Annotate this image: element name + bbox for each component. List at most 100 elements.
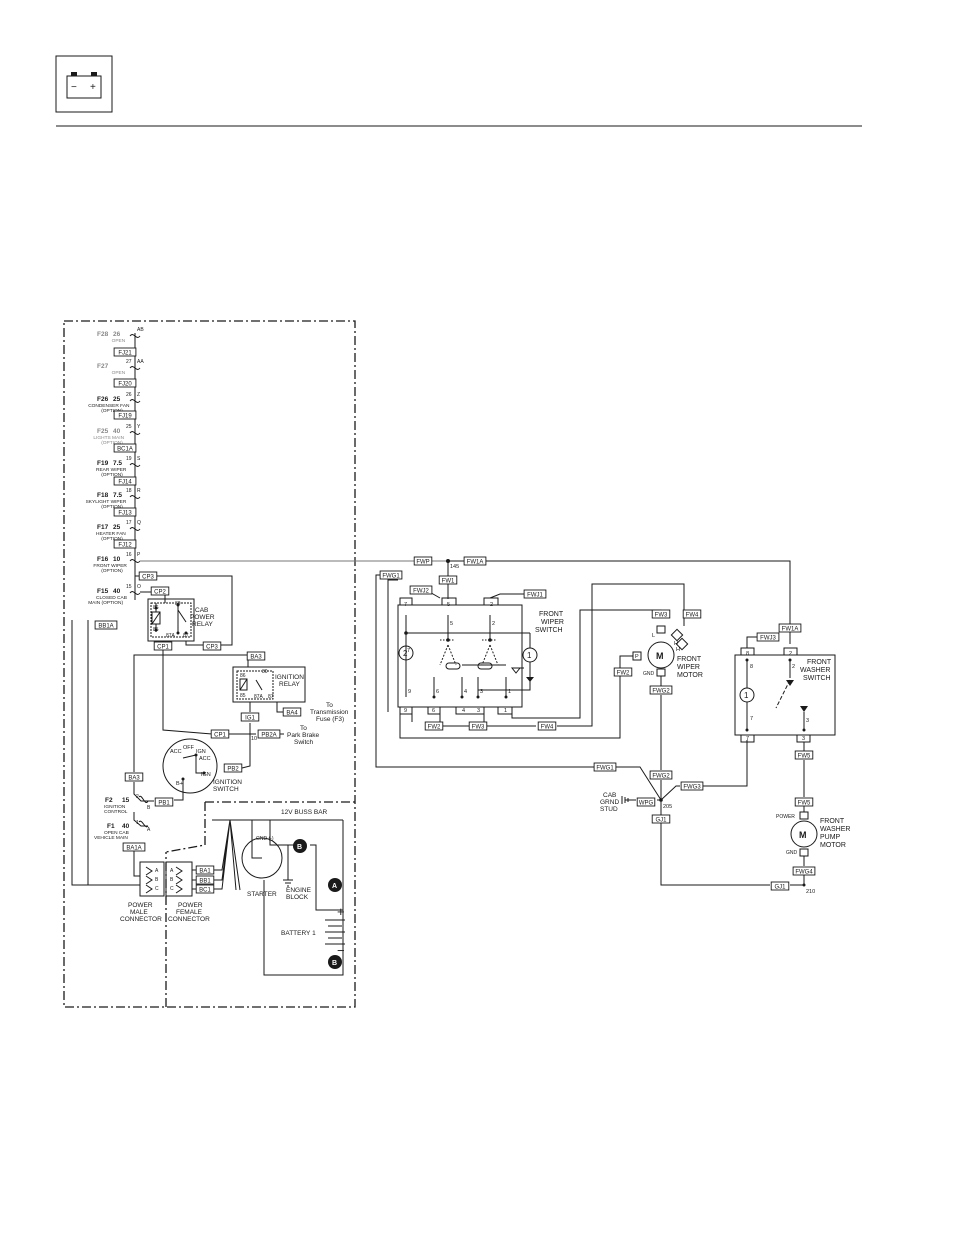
fuse-rating: 26 xyxy=(113,331,121,338)
wire-label-cp1: CP1 xyxy=(210,729,230,739)
fuse-symbol xyxy=(129,559,141,563)
svg-text:FW2: FW2 xyxy=(617,670,630,676)
svg-text:40: 40 xyxy=(122,823,130,830)
fuse-terminal: Z xyxy=(137,392,140,398)
svg-text:BC1A: BC1A xyxy=(117,446,133,452)
svg-text:−: − xyxy=(337,943,345,958)
wire-label-fw3: FW3 xyxy=(468,721,488,731)
svg-text:1: 1 xyxy=(527,651,532,660)
svg-text:CP1: CP1 xyxy=(157,644,169,650)
svg-text:7: 7 xyxy=(407,648,410,654)
svg-text:2: 2 xyxy=(136,794,139,800)
fuse-name: F27 xyxy=(97,363,109,370)
svg-text:FWG3: FWG3 xyxy=(683,784,701,790)
fuse-symbol xyxy=(129,495,141,499)
wire-label-gj1: GJ1 xyxy=(651,814,671,824)
svg-text:86: 86 xyxy=(153,605,159,611)
svg-text:1: 1 xyxy=(744,691,749,700)
ignition-switch-label: IGNITION SWITCH xyxy=(213,779,244,793)
svg-text:M: M xyxy=(799,830,807,840)
fuse-name: F17 xyxy=(97,524,109,531)
svg-text:F1: F1 xyxy=(107,823,115,830)
fuse-desc2: (OPTION) xyxy=(101,472,123,478)
wire-label-fw2: FW2 xyxy=(424,721,444,731)
svg-text:PB2: PB2 xyxy=(227,766,239,772)
fuse-desc: FRONT WIPER xyxy=(93,563,127,569)
svg-text:PB1: PB1 xyxy=(158,800,170,806)
svg-text:87A: 87A xyxy=(254,694,264,700)
fuse-desc: SKYLIGHT WIPER xyxy=(86,499,127,505)
svg-text:87: 87 xyxy=(268,694,274,700)
wire-label-bc1a: BC1A xyxy=(113,443,137,453)
svg-text:FW1: FW1 xyxy=(442,578,455,584)
svg-text:A: A xyxy=(155,868,159,874)
fuse-desc: OPEN xyxy=(112,338,126,344)
wire-label-fw4: FW4 xyxy=(682,609,702,619)
svg-text:BA1: BA1 xyxy=(199,868,211,874)
svg-text:5: 5 xyxy=(447,602,450,608)
wire-label-fw2: FW2 xyxy=(613,667,633,677)
svg-text:FW1A: FW1A xyxy=(467,559,484,565)
fuse-number: 19 xyxy=(126,456,132,462)
svg-text:87A: 87A xyxy=(166,633,176,639)
wire-label-fwg4: FWG4 xyxy=(792,866,816,876)
fuse-desc: HEATER FAN xyxy=(96,531,126,537)
wire-label-fj13: FJ13 xyxy=(113,507,137,517)
wire-label-pb1: PB1 xyxy=(154,797,174,807)
wire-label-fwg2: FWG2 xyxy=(649,685,673,695)
svg-text:CP3: CP3 xyxy=(142,574,154,580)
svg-text:FWJ1: FWJ1 xyxy=(527,592,543,598)
svg-text:6: 6 xyxy=(436,689,439,695)
svg-text:30: 30 xyxy=(175,601,181,607)
fuse-rating: 10 xyxy=(113,556,121,563)
svg-text:ACC: ACC xyxy=(199,756,211,762)
svg-text:OFF: OFF xyxy=(183,745,195,751)
svg-text:BA3: BA3 xyxy=(250,654,262,660)
svg-text:3: 3 xyxy=(477,708,480,714)
wire-label-cp1: CP1 xyxy=(153,641,173,651)
front-washer-switch-label: FRONT WASHER SWITCH xyxy=(800,659,833,682)
wire-label-cp3: CP3 xyxy=(138,571,158,581)
svg-text:FW3: FW3 xyxy=(655,612,668,618)
svg-text:GND: GND xyxy=(786,850,798,856)
svg-text:GND (-): GND (-) xyxy=(256,836,274,842)
svg-text:H: H xyxy=(674,641,678,647)
battery-plus: + xyxy=(90,82,96,93)
wire-label-fwj2: FWJ2 xyxy=(409,585,433,595)
svg-text:FJ13: FJ13 xyxy=(118,510,132,516)
wire-label-bb1a: BB1A xyxy=(94,620,118,630)
wire-label-ba1a: BA1A xyxy=(122,842,146,852)
fuse-name: F16 xyxy=(97,556,109,563)
svg-text:FWG1: FWG1 xyxy=(382,573,400,579)
svg-text:8: 8 xyxy=(746,651,749,657)
svg-text:2: 2 xyxy=(789,651,792,657)
cab-grnd-stud-label: CAB GRND STUD xyxy=(600,792,621,813)
fuse-name: F18 xyxy=(97,492,109,499)
fuse-desc2: (OPTION) xyxy=(101,536,123,542)
svg-text:85: 85 xyxy=(240,693,246,699)
fuse-symbol xyxy=(129,463,141,467)
wire-label-pb2: PB2 xyxy=(223,763,243,773)
fuse-desc: CONDENSER FAN xyxy=(88,403,130,409)
svg-text:FWG2: FWG2 xyxy=(652,688,670,694)
svg-text:B: B xyxy=(170,877,174,883)
svg-text:9: 9 xyxy=(404,708,407,714)
fuse-name: F19 xyxy=(97,460,109,467)
svg-text:STARTER: STARTER xyxy=(247,891,277,898)
wire-label-fw5: FW5 xyxy=(794,750,814,760)
fuse-rating: 25 xyxy=(113,396,121,403)
wire-label-fj20: FJ20 xyxy=(113,378,137,388)
fuse-number: 15 xyxy=(126,584,132,590)
wire-label-fj14: FJ14 xyxy=(113,476,137,486)
front-wiper-motor-label: FRONT WIPER MOTOR xyxy=(677,656,703,679)
wire-label-fw3: FW3 xyxy=(651,609,671,619)
svg-text:B: B xyxy=(147,805,151,811)
svg-text:210: 210 xyxy=(806,889,815,895)
fuse-rating: 7.5 xyxy=(113,460,122,467)
fuse-rating: 40 xyxy=(113,428,121,435)
fuse-desc2: MAIN (OPTION) xyxy=(88,600,123,606)
